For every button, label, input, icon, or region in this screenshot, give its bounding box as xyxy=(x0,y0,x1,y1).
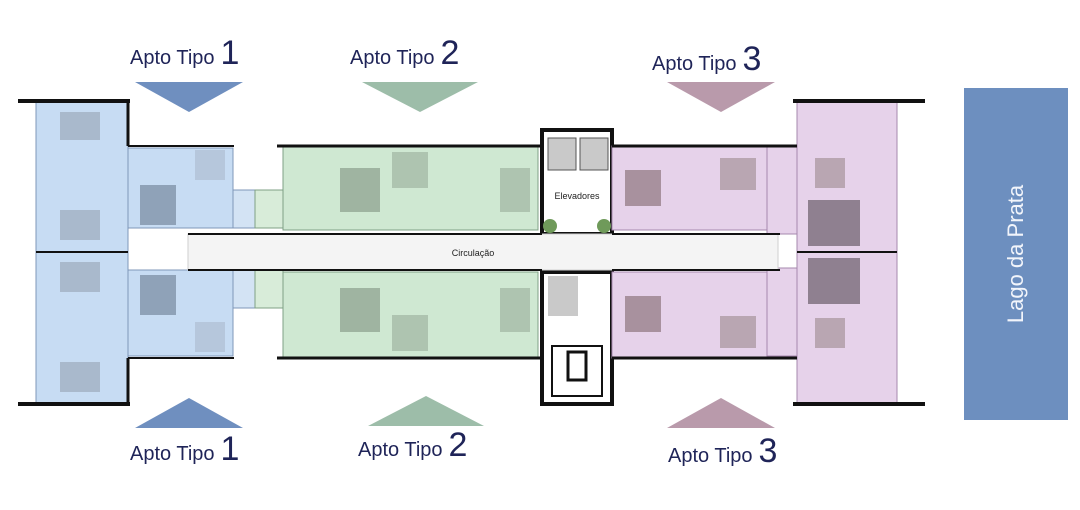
elevator-core xyxy=(540,128,614,236)
elevators-label: Elevadores xyxy=(554,191,600,201)
apartment-tipo-3-top xyxy=(611,101,898,253)
building-walls xyxy=(18,99,925,406)
apartment-tipo-2-bottom xyxy=(254,269,539,359)
circulation-corridor xyxy=(187,233,779,271)
apartment-tipo-3-bottom xyxy=(611,251,898,405)
pointer-triangle-tipo-3-top xyxy=(667,82,775,112)
pointer-triangle-tipo-2-top xyxy=(362,82,478,112)
pointer-triangle-tipo-1-bottom xyxy=(135,398,243,428)
apartment-tipo-1-top xyxy=(35,101,256,253)
pointer-triangle-tipo-3-bottom xyxy=(667,398,775,428)
apartment-tipo-1-bottom xyxy=(35,251,256,405)
lake-panel: Lago da Prata xyxy=(964,88,1068,420)
stair-core xyxy=(540,270,614,406)
lake-label: Lago da Prata xyxy=(1003,184,1028,324)
circulation-label: Circulação xyxy=(452,248,495,258)
apartment-tipo-2-top xyxy=(254,145,539,231)
pointer-triangle-tipo-2-bottom xyxy=(368,396,484,426)
floor-plan: Elevadores Circulação xyxy=(18,99,925,406)
pointer-triangle-tipo-1-top xyxy=(135,82,243,112)
